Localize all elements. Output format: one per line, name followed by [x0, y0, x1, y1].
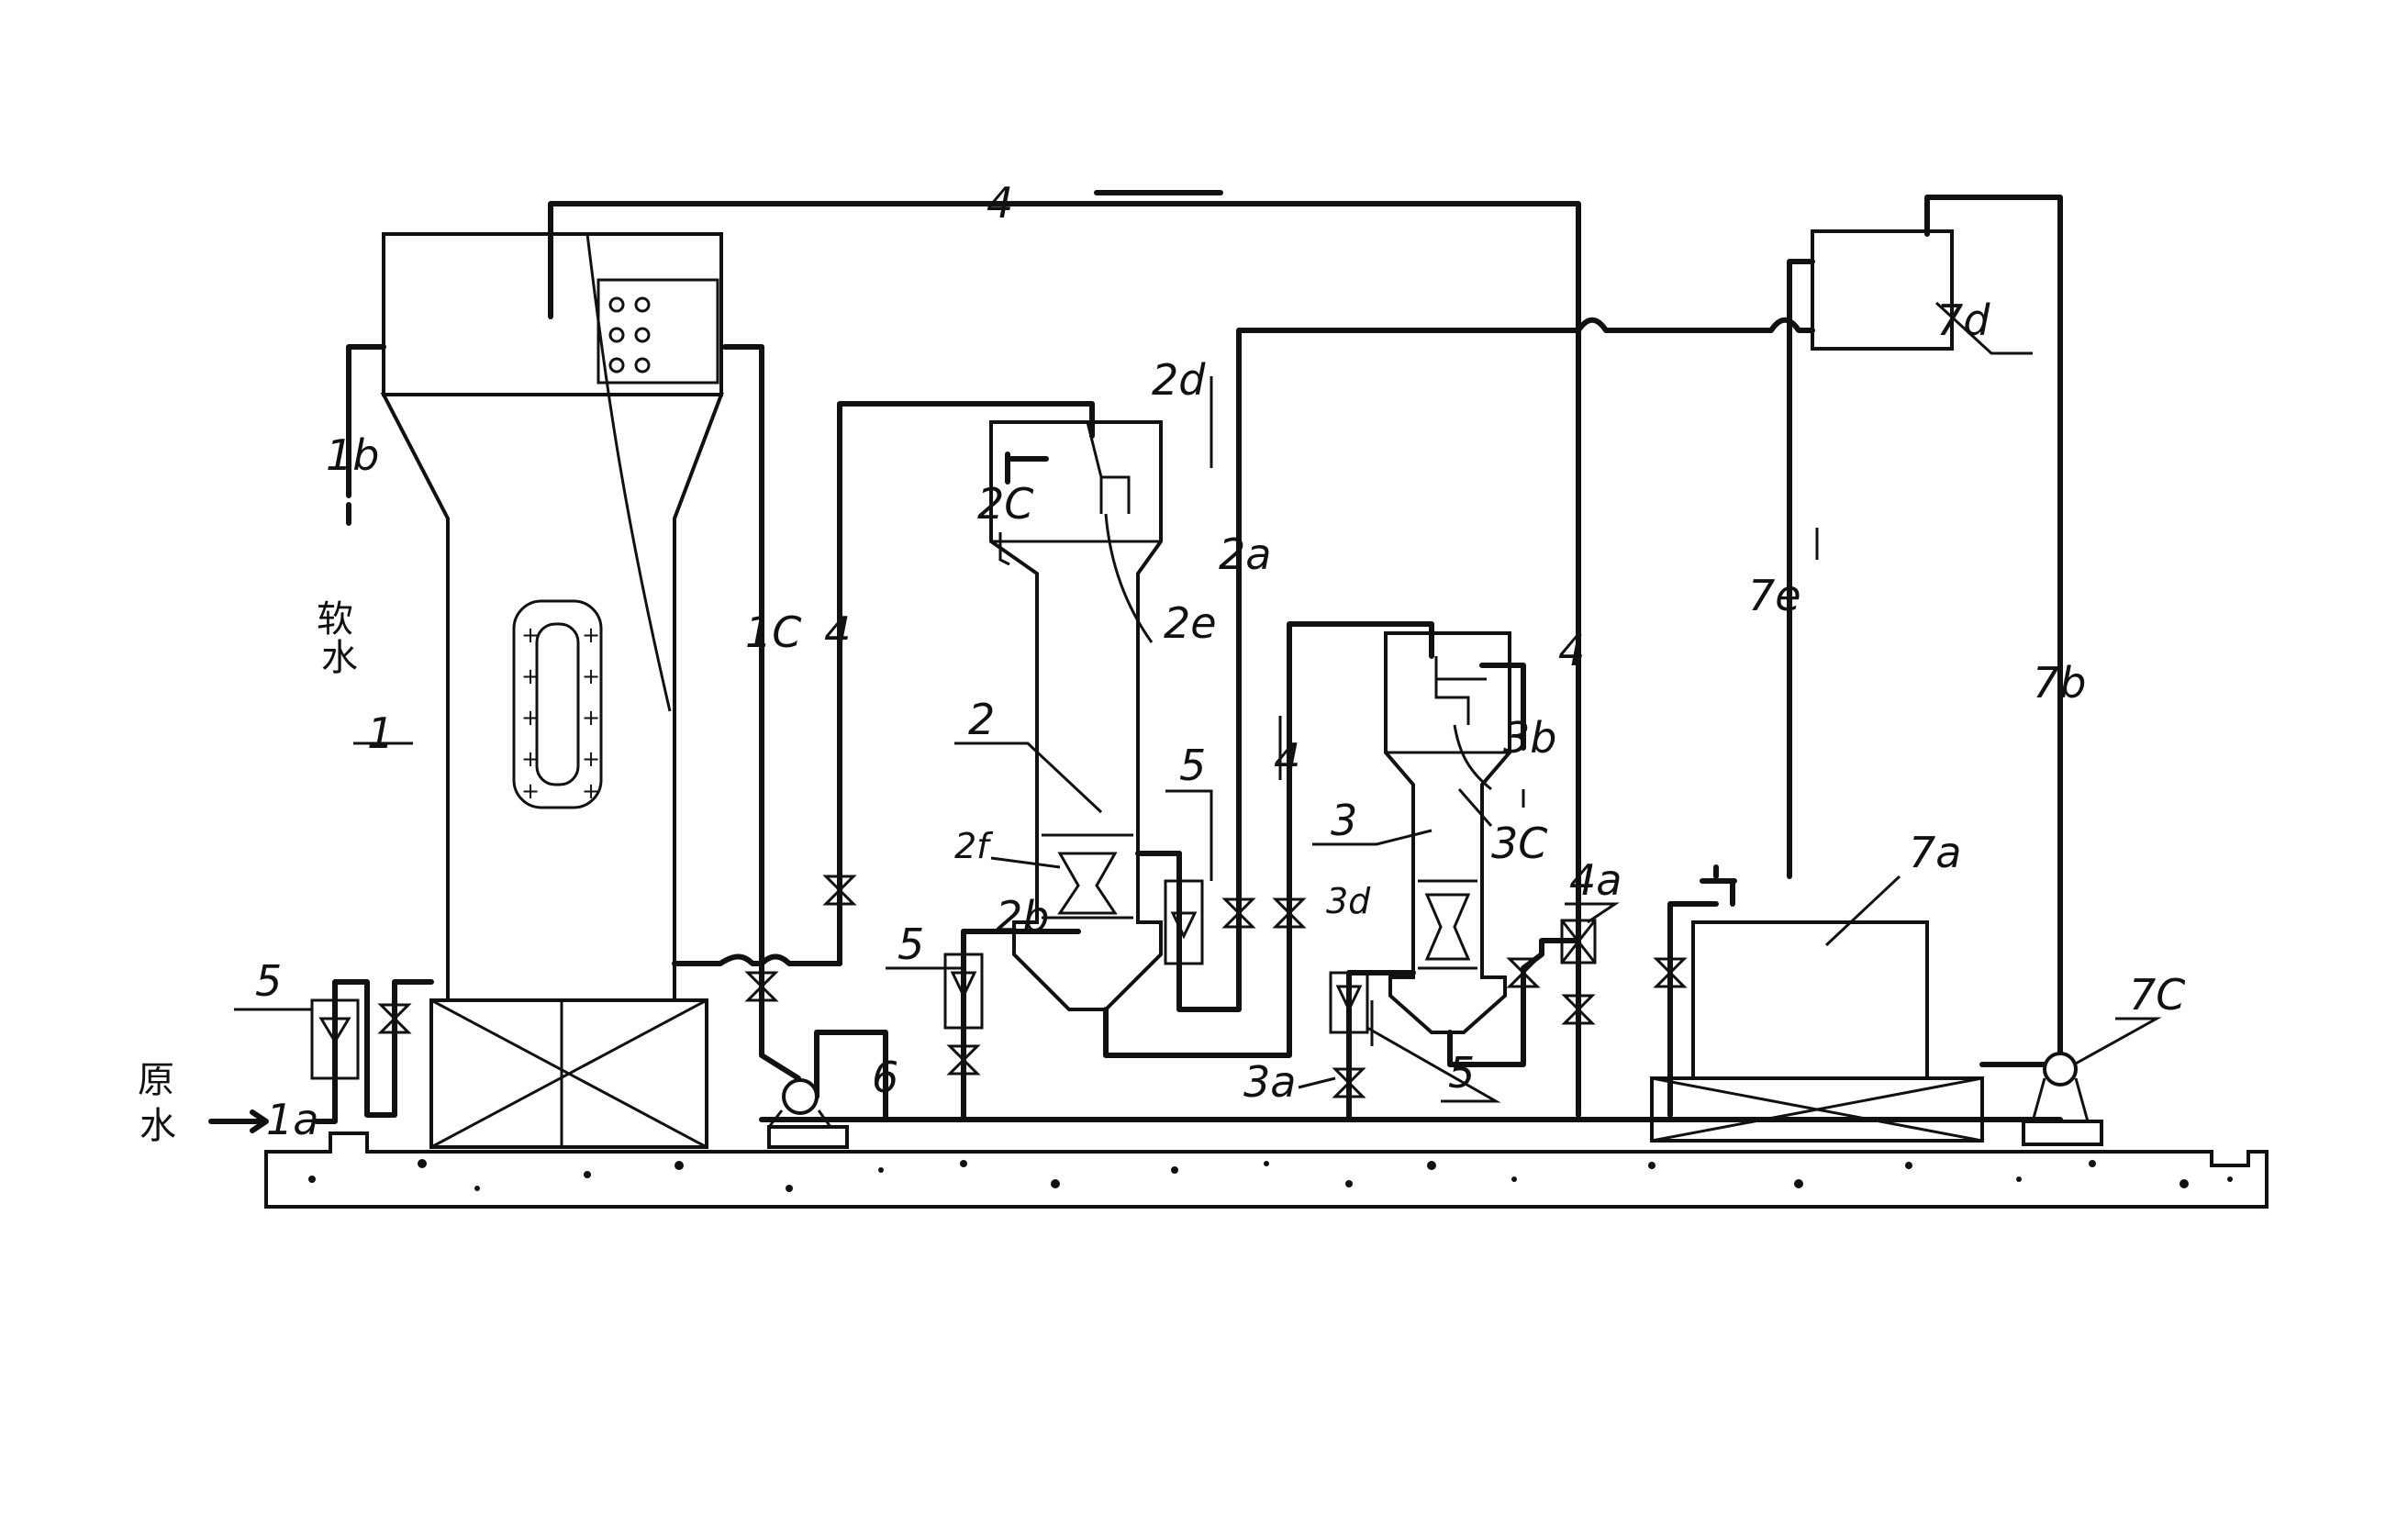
vessel-1-column: + + + + + + + + + + [380, 232, 724, 1149]
svg-text:+: + [582, 705, 600, 730]
label-2b: 2b [996, 892, 1049, 942]
label-3c: 3C [1491, 819, 1547, 868]
label-2f: 2f [954, 826, 994, 866]
piping [208, 190, 2063, 1133]
svg-text:+: + [521, 705, 540, 730]
raw-water-char-1: 原 [138, 1059, 174, 1101]
label-4-c: 4 [1558, 626, 1585, 675]
label-1a: 1a [266, 1095, 318, 1144]
svg-text:+: + [582, 622, 600, 648]
pump-6 [767, 1078, 849, 1149]
label-7c: 7C [2129, 970, 2185, 1020]
label-5-c: 5 [897, 920, 924, 969]
label-4a: 4a [1569, 855, 1622, 905]
label-4-b: 4 [1274, 734, 1300, 784]
tank-7a [1650, 864, 1984, 1143]
label-3b: 3b [1503, 713, 1556, 763]
ground-foundation [264, 1131, 2269, 1209]
label-1: 1 [367, 708, 394, 758]
label-3: 3 [1331, 796, 1357, 845]
label-7b: 7b [2033, 658, 2086, 708]
pump-7c [2022, 1052, 2103, 1146]
label-2d: 2d [1152, 355, 1206, 405]
vessel-3-reactor [1384, 631, 1511, 1034]
valves [377, 875, 1688, 1098]
label-5-d: 5 [1448, 1048, 1475, 1098]
label-1c: 1C [745, 608, 801, 657]
label-7a: 7a [1909, 828, 1961, 877]
svg-text:+: + [582, 778, 600, 804]
label-2a: 2a [1219, 529, 1271, 579]
svg-text:+: + [521, 746, 540, 772]
label-5-b: 5 [1179, 741, 1206, 790]
raw-water-char-2: 水 [139, 1105, 176, 1147]
svg-text:+: + [521, 622, 540, 648]
label-2c: 2C [977, 479, 1033, 529]
svg-text:+: + [521, 778, 540, 804]
label-4-top: 4 [987, 178, 1013, 228]
label-2e: 2e [1164, 598, 1217, 648]
labels: 4 1b 软 水 1C 4 2C 2d 2a 2e 2 2f 2b 5 4 4 … [138, 178, 2185, 1147]
label-6: 6 [872, 1053, 898, 1102]
svg-text:+: + [521, 663, 540, 689]
label-7e: 7e [1748, 571, 1801, 620]
flowmeters [310, 879, 1369, 1080]
soft-water-char-2: 水 [321, 637, 358, 679]
svg-text:+: + [582, 663, 600, 689]
label-5-a: 5 [255, 956, 282, 1006]
label-2: 2 [968, 695, 995, 744]
tank-7d [1811, 229, 2033, 355]
label-7d: 7d [1936, 295, 1990, 345]
label-3d: 3d [1326, 881, 1371, 921]
svg-text:+: + [582, 746, 600, 772]
label-1b: 1b [326, 430, 379, 480]
soft-water-char-1: 软 [317, 598, 353, 641]
valve-icon [377, 875, 1688, 1098]
label-4-a: 4 [824, 608, 851, 657]
label-3a: 3a [1243, 1057, 1296, 1107]
